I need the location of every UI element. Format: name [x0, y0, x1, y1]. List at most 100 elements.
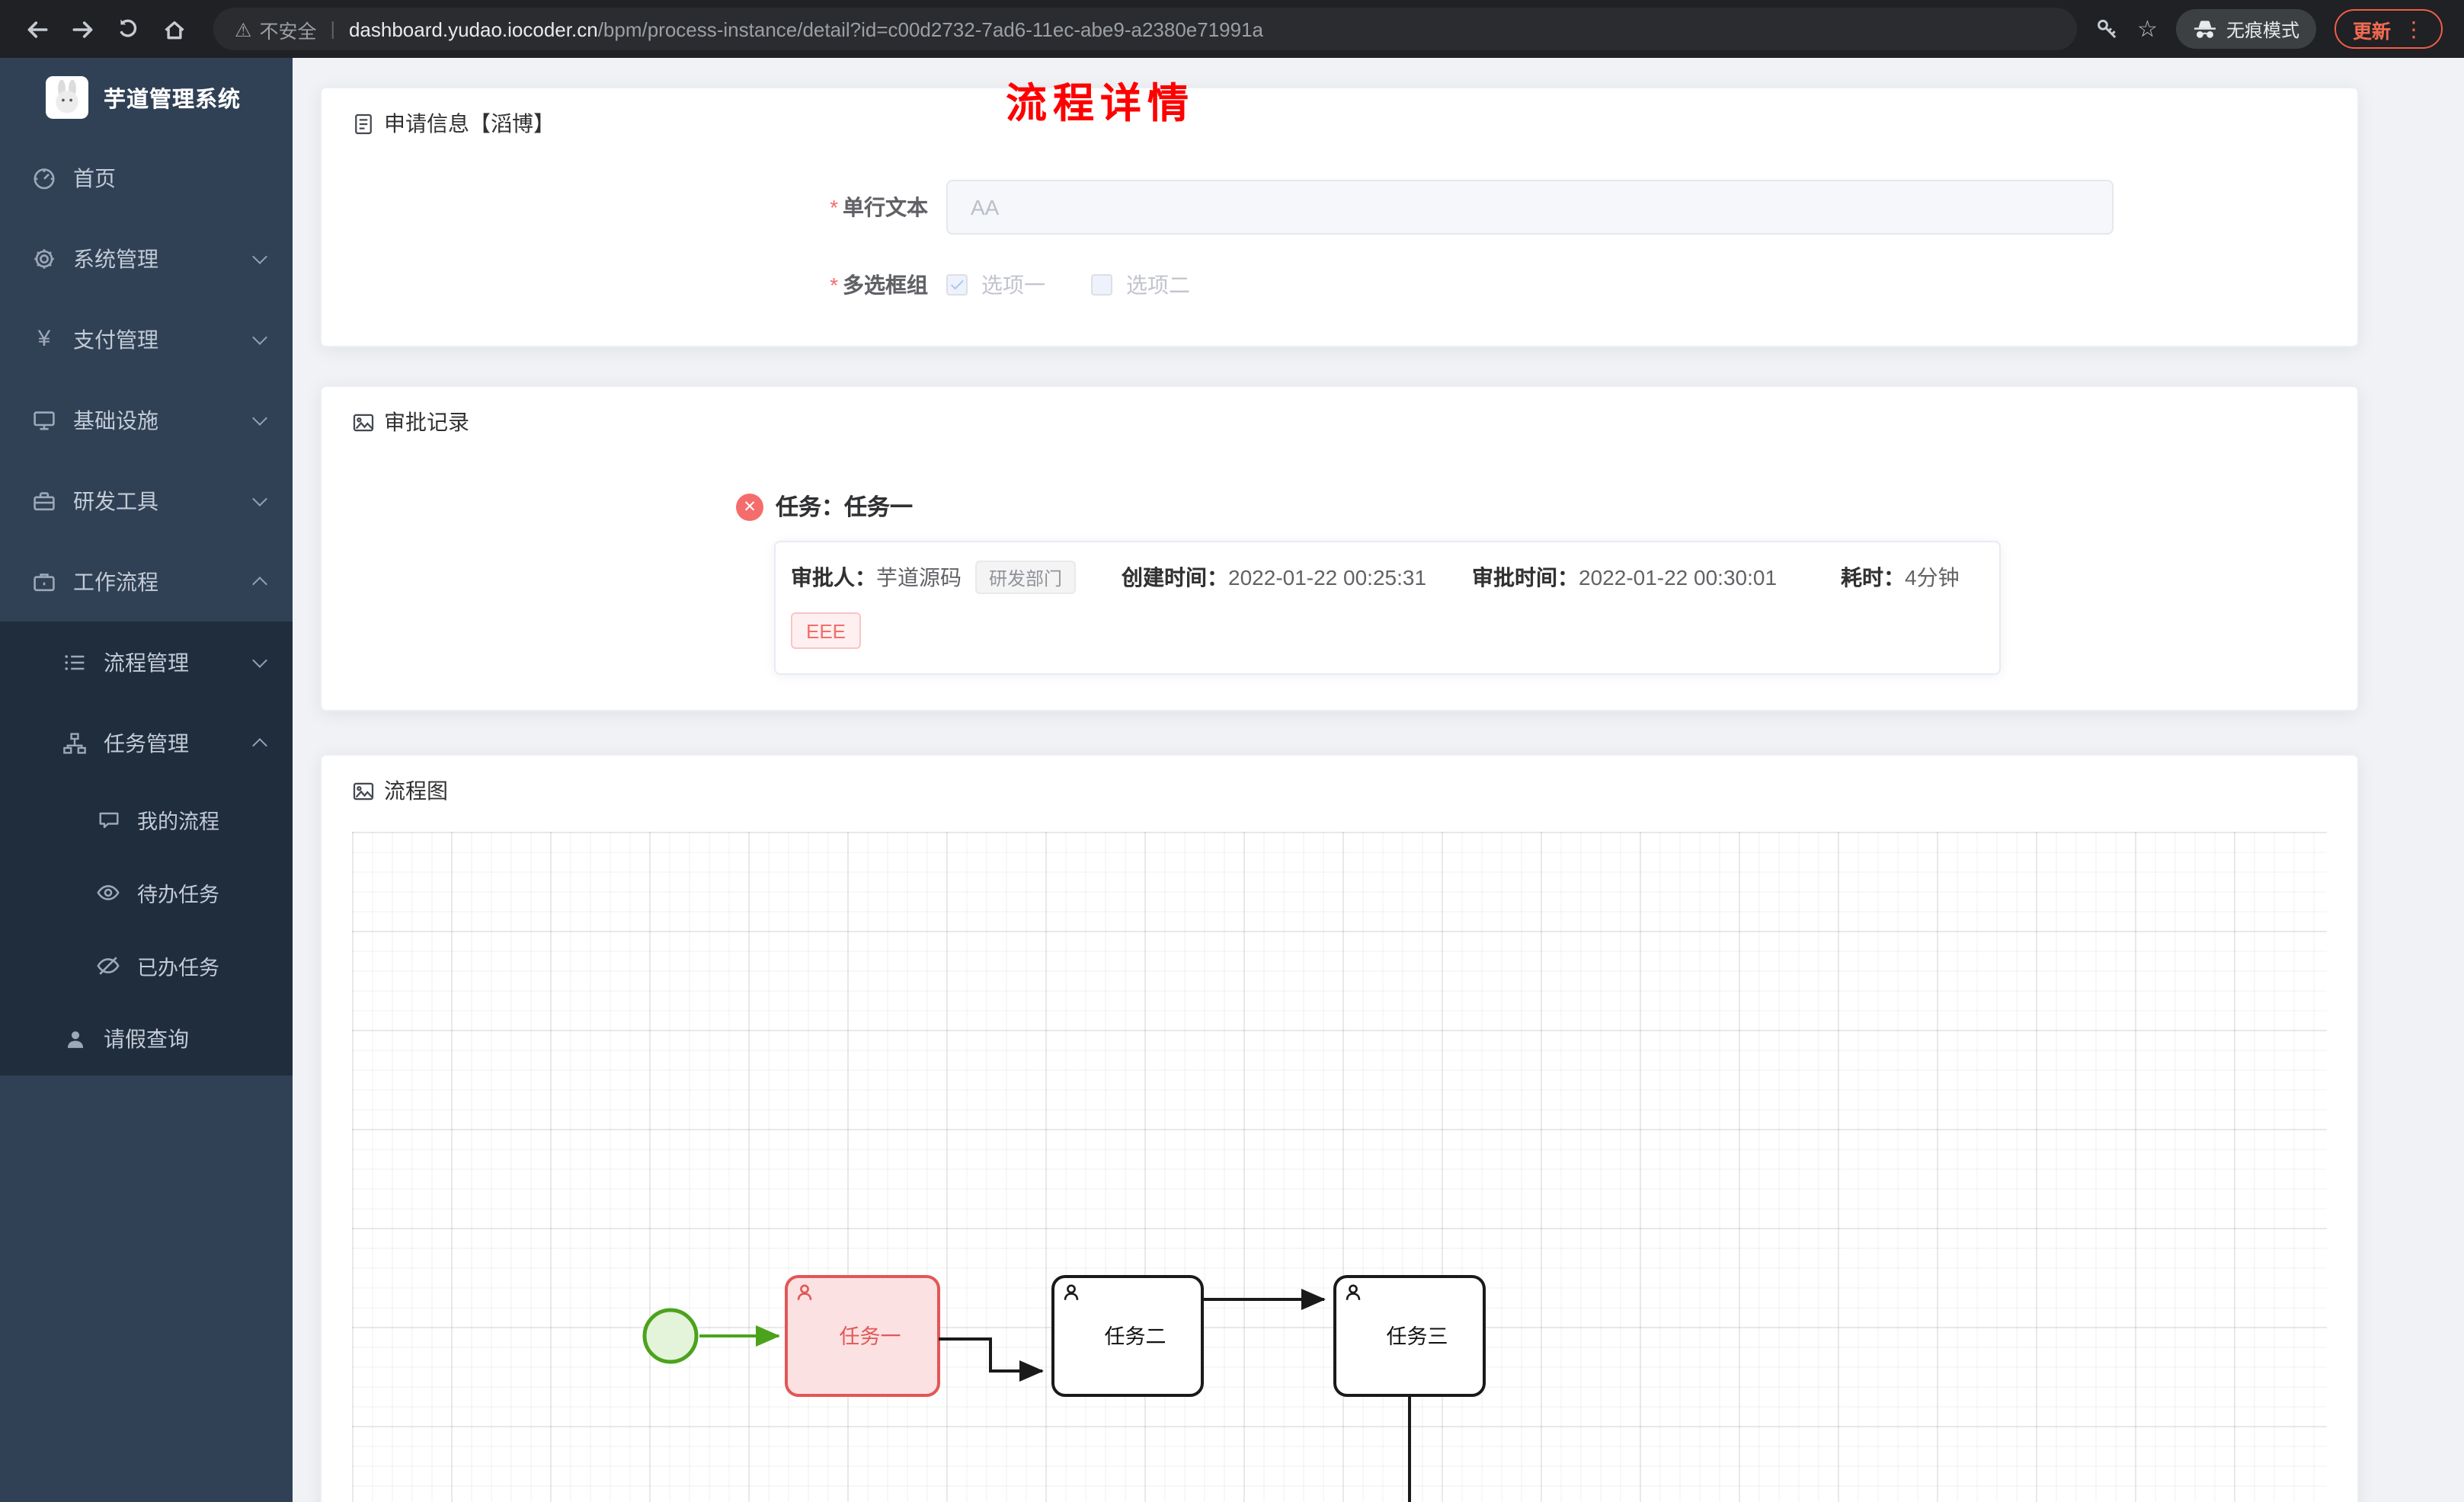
sidebar-item-label: 研发工具: [73, 488, 158, 513]
home-button[interactable]: [152, 8, 195, 50]
start-event-node[interactable]: [642, 1308, 699, 1364]
browser-menu-icon[interactable]: ⋮: [2403, 16, 2424, 40]
gear-icon: [30, 245, 58, 271]
user-icon: [61, 1026, 88, 1052]
chevron-down-icon: [252, 410, 267, 425]
sidebar-item-label: 支付管理: [73, 327, 158, 351]
created-time: 2022-01-22 00:25:31: [1228, 565, 1427, 590]
task-label: 任务三: [1387, 1325, 1448, 1348]
task-title: 任务：任务一: [776, 495, 914, 521]
forward-icon: [72, 21, 92, 37]
yen-icon: ¥: [37, 326, 51, 352]
briefcase-icon: [30, 568, 58, 594]
approval-detail-card: 审批人： 芋道源码 研发部门 创建时间： 2022-01-22 00:25:31…: [774, 541, 2001, 675]
approval-timeline: ✕ 任务：任务一 审批人： 芋道源码 研发部门 创建时间： 2022-01-22…: [736, 457, 2357, 675]
task-node-2[interactable]: 任务二: [1051, 1275, 1204, 1397]
task-node-3[interactable]: 任务三: [1333, 1275, 1486, 1397]
approved-time: 2022-01-22 00:30:01: [1579, 565, 1778, 590]
toolbar-right: ☆ 无痕模式 更新 ⋮: [2094, 9, 2449, 49]
toolbox-icon: [30, 487, 58, 513]
checkbox-option-1[interactable]: 选项一: [946, 270, 1045, 300]
bpmn-diagram: 任务一 任务二 任务: [642, 1275, 1486, 1502]
comment-tag: EEE: [791, 612, 862, 649]
dept-tag: 研发部门: [975, 561, 1077, 594]
home-icon: [164, 20, 184, 39]
update-button[interactable]: 更新 ⋮: [2334, 9, 2443, 49]
security-indicator[interactable]: ⚠ 不安全: [235, 14, 316, 43]
sidebar-item-devtools[interactable]: 研发工具: [0, 460, 293, 541]
bookmark-star-button[interactable]: ☆: [2137, 15, 2158, 43]
diagram-card-header: 流程图: [322, 756, 2357, 826]
created-label: 创建时间：: [1122, 565, 1229, 590]
task-node-1[interactable]: 任务一: [785, 1275, 940, 1397]
field-label: *多选框组: [830, 273, 928, 297]
form-row-text: *单行文本: [322, 180, 2357, 235]
timeline-node: ✕ 任务：任务一: [736, 491, 2357, 523]
sidebar-item-label: 请假查询: [104, 1027, 189, 1051]
sitemap-icon: [61, 730, 88, 756]
task-label: 任务二: [1105, 1325, 1166, 1348]
browser-toolbar: ⚠ 不安全 | dashboard.yudao.iocoder.cn/bpm/p…: [0, 0, 2464, 58]
error-status-icon: ✕: [736, 493, 763, 520]
eye-icon: [94, 880, 122, 906]
incognito-icon: [2194, 21, 2216, 38]
back-button[interactable]: [15, 8, 58, 50]
chat-icon: [94, 807, 122, 832]
approved-label: 审批时间：: [1472, 565, 1579, 590]
sidebar-item-home[interactable]: 首页: [0, 137, 293, 218]
chevron-down-icon: [252, 491, 267, 506]
apply-form: *单行文本 *多选框组 选项一 选项二: [322, 158, 2357, 302]
star-icon: ☆: [2137, 17, 2158, 43]
incognito-badge: 无痕模式: [2175, 9, 2316, 49]
sidebar-item-infrastructure[interactable]: 基础设施: [0, 379, 293, 460]
url-path: /bpm/process-instance/detail?id=c00d2732…: [597, 18, 1264, 40]
sidebar-item-done-tasks[interactable]: 已办任务: [0, 929, 293, 1002]
checkbox-label: 选项二: [1126, 273, 1190, 297]
eye-off-icon: [94, 953, 122, 979]
page-title: 流程详情: [1006, 81, 1195, 126]
reload-button[interactable]: [107, 8, 149, 50]
sidebar-item-label: 系统管理: [73, 246, 158, 270]
document-icon: [352, 112, 375, 135]
incognito-label: 无痕模式: [2226, 19, 2299, 40]
bpmn-canvas: 任务一 任务二 任务: [352, 832, 2327, 1502]
approval-meta-row: 审批人： 芋道源码 研发部门 创建时间： 2022-01-22 00:25:31…: [791, 561, 1984, 594]
sidebar-item-label: 任务管理: [104, 730, 189, 755]
single-line-text-input[interactable]: [946, 180, 2114, 235]
monitor-icon: [30, 407, 58, 433]
update-label: 更新: [2352, 21, 2391, 42]
sidebar-item-label: 我的流程: [137, 810, 219, 833]
field-label: *单行文本: [830, 195, 928, 219]
security-label: 不安全: [259, 21, 317, 42]
password-key-button[interactable]: [2094, 17, 2119, 41]
checkbox-option-2[interactable]: 选项二: [1091, 270, 1190, 300]
sidebar-item-payment[interactable]: ¥ 支付管理: [0, 299, 293, 379]
sidebar-item-workflow[interactable]: 工作流程: [0, 541, 293, 622]
required-mark: *: [830, 273, 838, 297]
url-text: dashboard.yudao.iocoder.cn/bpm/process-i…: [349, 18, 1263, 40]
sidebar-item-system[interactable]: 系统管理: [0, 218, 293, 299]
checkbox-label: 选项一: [981, 273, 1045, 297]
approval-card-title: 审批记录: [384, 410, 469, 434]
sidebar-item-process-mgmt[interactable]: 流程管理: [0, 622, 293, 702]
sidebar-item-todo-tasks[interactable]: 待办任务: [0, 856, 293, 929]
required-mark: *: [830, 195, 838, 219]
sidebar-item-label: 首页: [73, 165, 116, 190]
chevron-up-icon: [252, 738, 267, 753]
sidebar-item-task-mgmt[interactable]: 任务管理: [0, 702, 293, 783]
picture-icon: [352, 411, 375, 433]
checkbox-unchecked-icon[interactable]: [1091, 274, 1112, 296]
app-logo: 芋道管理系统: [0, 58, 293, 137]
approver-label: 审批人：: [791, 565, 876, 590]
sidebar-item-my-process[interactable]: 我的流程: [0, 783, 293, 856]
sidebar-item-leave-query[interactable]: 请假查询: [0, 1002, 293, 1075]
duration-label: 耗时：: [1841, 565, 1906, 590]
checkbox-checked-icon[interactable]: [946, 274, 968, 296]
main-content: 流程详情 申请信息【滔博】 *单行文本 *多选框组 选项一: [293, 58, 2464, 1502]
approver-name: 芋道源码: [876, 565, 962, 590]
sidebar-item-label: 工作流程: [73, 569, 158, 593]
sidebar-item-label: 流程管理: [104, 650, 189, 674]
address-bar[interactable]: ⚠ 不安全 | dashboard.yudao.iocoder.cn/bpm/p…: [213, 8, 2077, 50]
forward-button[interactable]: [61, 8, 104, 50]
